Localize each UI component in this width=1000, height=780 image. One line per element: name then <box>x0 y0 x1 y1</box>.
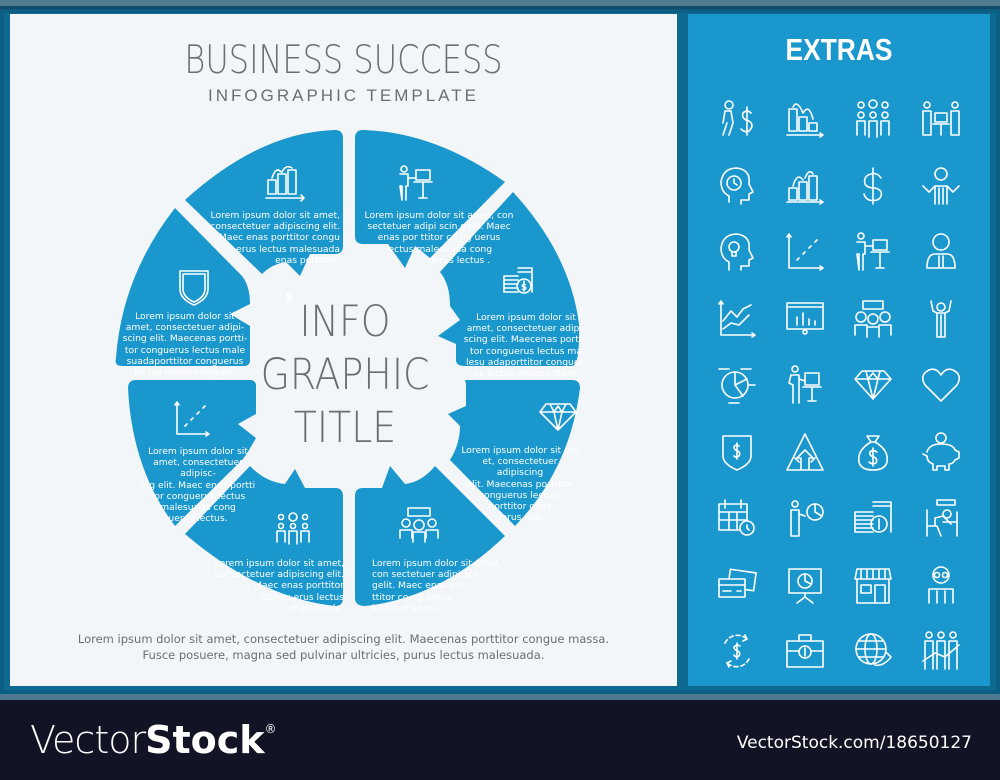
growth-bar-chart-icon <box>265 165 305 202</box>
team-chat-icon <box>839 286 907 353</box>
segment-wheel: $ $ <box>115 130 580 606</box>
segment-text-top-left: Lorem ipsum dolor sit amet,consectetuer … <box>210 210 340 266</box>
pie-chart-icon <box>703 352 771 419</box>
person-glasses-icon <box>907 552 975 619</box>
presenter-chart-icon <box>771 352 839 419</box>
manager-avatar-icon <box>907 219 975 286</box>
segment-text-bottom-left: Lorem ipsum dolor sit amet,consectetuer … <box>214 558 344 614</box>
presentation-pie-icon <box>771 552 839 619</box>
center-title: INFO GRAPHIC TITLE <box>260 297 430 453</box>
shield-dollar-icon <box>179 270 209 306</box>
coins-dollar-icon <box>839 485 907 552</box>
presenter-board-icon <box>839 219 907 286</box>
segment-right-lower <box>448 380 580 526</box>
globe-icon <box>839 618 907 685</box>
line-chart-icon <box>703 286 771 353</box>
businessman-icon <box>907 153 975 220</box>
bottom-strip <box>0 694 1000 700</box>
top-strip <box>0 0 1000 6</box>
head-clock-icon <box>703 153 771 220</box>
person-pie-chart-icon <box>771 485 839 552</box>
team-gears-icon <box>839 86 907 153</box>
segment-bottom-left <box>185 466 343 606</box>
scatter-chart-icon <box>174 401 210 437</box>
businessman-dollar-icon <box>703 86 771 153</box>
dollar-cycle-icon <box>703 618 771 685</box>
mountain-arrow-icon <box>771 419 839 486</box>
winner-person-icon <box>907 286 975 353</box>
diamond-icon <box>539 403 577 431</box>
segment-text-bottom-right: Lorem ipsum dolor sit amet,con sectetuer… <box>372 558 502 614</box>
piggy-bank-icon <box>907 419 975 486</box>
page-title: BUSINESS SUCCESS <box>184 38 503 83</box>
page-subtitle: INFOGRAPHIC TEMPLATE <box>208 86 479 105</box>
tired-worker-icon <box>907 485 975 552</box>
briefcase-dollar-icon <box>771 618 839 685</box>
segment-bottom-right <box>355 466 505 606</box>
credit-cards-icon <box>703 552 771 619</box>
scatter-chart-icon <box>771 219 839 286</box>
segment-top-right <box>355 130 505 268</box>
money-bag-icon <box>839 419 907 486</box>
svg-text:$: $ <box>521 283 527 293</box>
image-url: VectorStock.com/18650127 <box>736 733 972 753</box>
segment-top-left <box>185 130 343 276</box>
team-chat-icon <box>399 507 439 543</box>
infographic-panel: BUSINESS SUCCESS INFOGRAPHIC TEMPLATE <box>10 14 677 686</box>
head-lightbulb-icon <box>703 219 771 286</box>
dollar-icon <box>839 153 907 220</box>
vectorstock-logo: VectorStock® <box>30 718 277 762</box>
projector-screen-icon <box>771 286 839 353</box>
heart-icon <box>907 352 975 419</box>
coins-dollar-icon <box>503 267 533 294</box>
segment-right-upper <box>438 192 580 366</box>
bar-chart-growth-icon <box>771 153 839 220</box>
shield-dollar-icon <box>703 419 771 486</box>
diamond-icon <box>839 352 907 419</box>
extras-icon-grid <box>703 86 975 685</box>
presentation-meeting-icon <box>907 86 975 153</box>
bar-chart-decline-icon <box>771 86 839 153</box>
team-gears-icon <box>276 512 310 545</box>
segment-left-lower <box>128 380 256 526</box>
extras-panel: EXTRAS <box>688 14 990 686</box>
extras-title: EXTRAS <box>785 32 893 67</box>
presenter-board-icon <box>399 165 433 201</box>
description-text: Lorem ipsum dolor sit amet, consectetuer… <box>77 632 610 662</box>
shop-icon <box>839 552 907 619</box>
dollar-glyph: $ <box>285 290 293 303</box>
calendar-clock-icon <box>703 485 771 552</box>
team-growth-icon <box>907 618 975 685</box>
